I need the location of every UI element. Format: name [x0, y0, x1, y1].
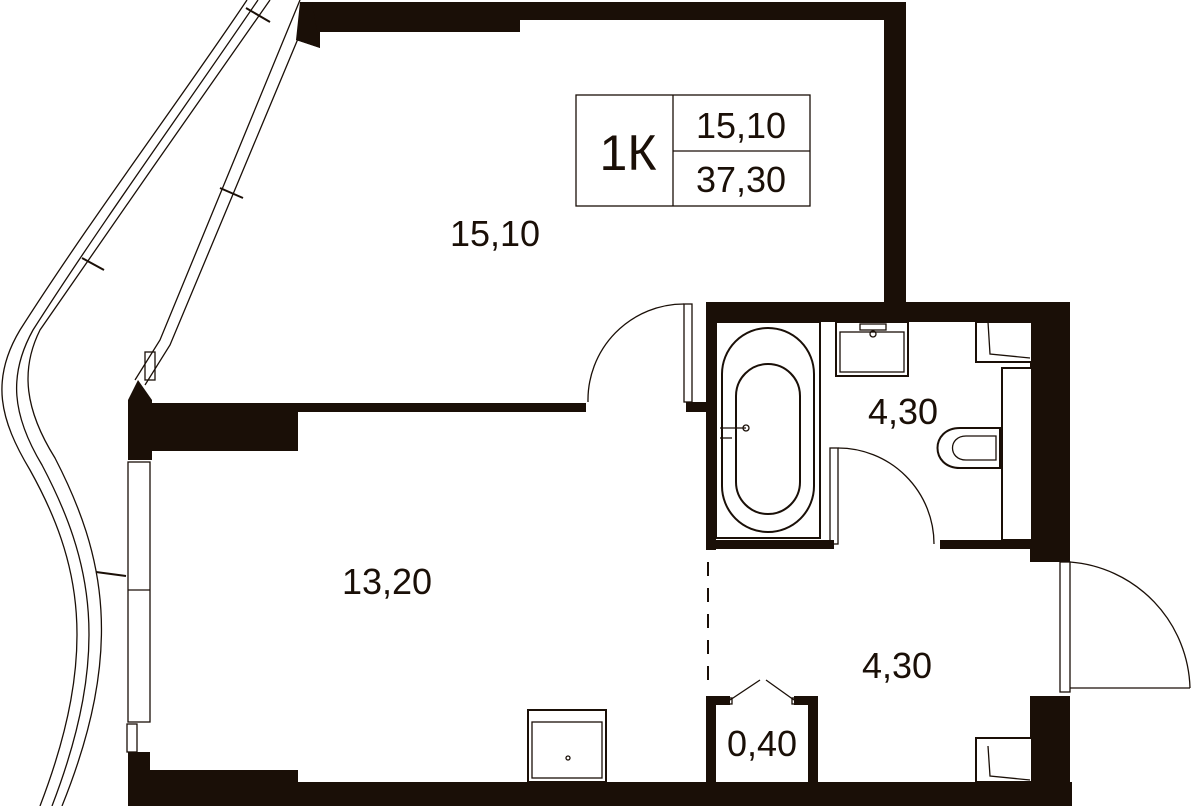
summary-box: 1К 15,10 37,30: [575, 94, 811, 207]
toilet-tank-wall: [1001, 367, 1033, 541]
apartment-type: 1К: [600, 125, 657, 181]
room-bedroom-area: 15,10: [450, 213, 540, 254]
toilet: [936, 427, 1001, 469]
room-bathroom-area: 4,30: [868, 391, 938, 432]
room-closet-area: 0,40: [727, 723, 797, 764]
walls: [128, 2, 1072, 806]
total-area: 37,30: [696, 159, 786, 200]
room-kitchen-living-area: 13,20: [342, 561, 432, 602]
fixtures: [527, 321, 1033, 783]
living-area: 15,10: [696, 105, 786, 146]
room-hallway-area: 4,30: [862, 645, 932, 686]
stove: [527, 709, 607, 783]
doors: [587, 303, 1191, 705]
